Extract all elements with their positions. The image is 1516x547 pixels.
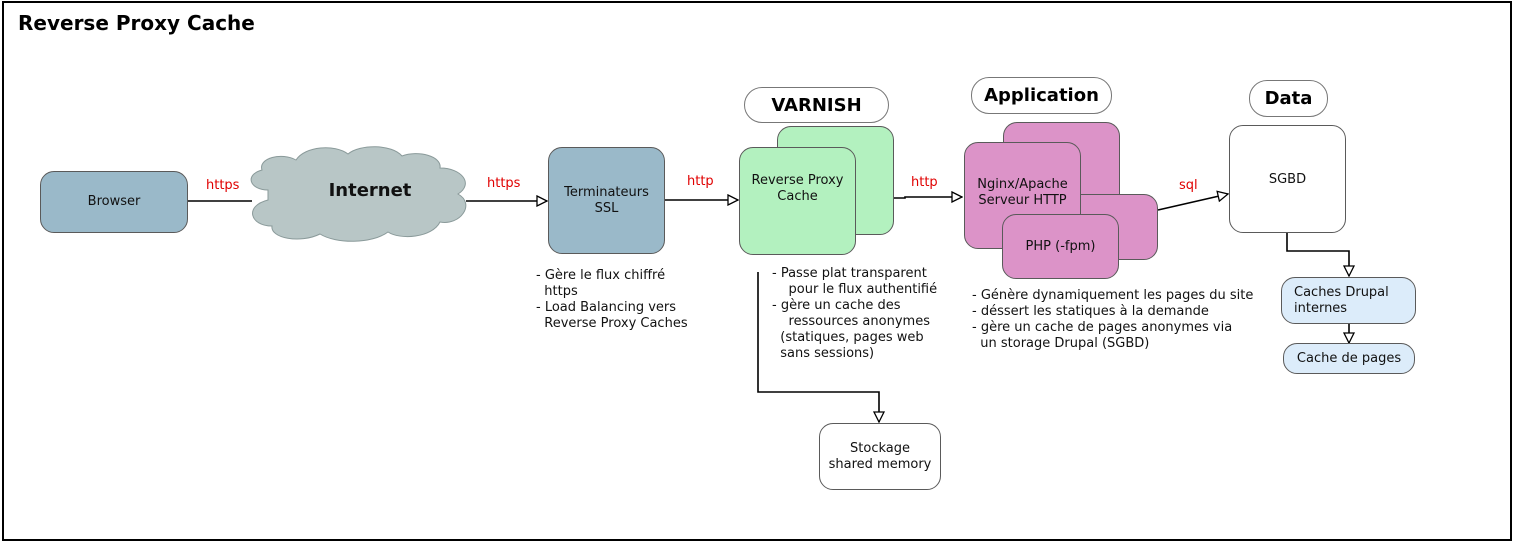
ssl-terminator-node: Terminateurs SSL xyxy=(548,147,665,254)
shared-memory-storage-node: Stockage shared memory xyxy=(819,423,941,490)
edge-label-http-1: http xyxy=(687,174,714,189)
diagram-title: Reverse Proxy Cache xyxy=(18,11,255,35)
edge-label-sql: sql xyxy=(1179,178,1198,193)
edge-label-https-1: https xyxy=(206,178,240,193)
varnish-group-label: VARNISH xyxy=(744,87,889,123)
edge-label-http-2: http xyxy=(911,175,938,190)
varnish-note: - Passe plat transparent pour le flux au… xyxy=(772,266,938,361)
sgbd-node: SGBD xyxy=(1229,125,1346,233)
internet-label: Internet xyxy=(328,180,412,201)
edge-app-sgbd xyxy=(1157,194,1228,211)
application-group-label: Application xyxy=(971,77,1112,114)
edge-sgbd-drupal xyxy=(1286,232,1349,276)
reverse-proxy-cache-node: Reverse Proxy Cache xyxy=(739,147,856,255)
browser-node: Browser xyxy=(40,171,188,233)
internet-cloud xyxy=(250,146,467,242)
data-group-label: Data xyxy=(1249,80,1328,117)
edge-label-https-2: https xyxy=(487,176,521,191)
page-cache-node: Cache de pages xyxy=(1283,343,1415,374)
edge-varnish-storage xyxy=(757,272,879,422)
drupal-caches-node: Caches Drupal internes xyxy=(1281,277,1416,324)
php-fpm-node: PHP (-fpm) xyxy=(1002,214,1119,279)
application-note: - Génère dynamiquement les pages du site… xyxy=(972,288,1254,351)
ssl-note: - Gère le flux chiffré https - Load Bala… xyxy=(536,268,688,331)
